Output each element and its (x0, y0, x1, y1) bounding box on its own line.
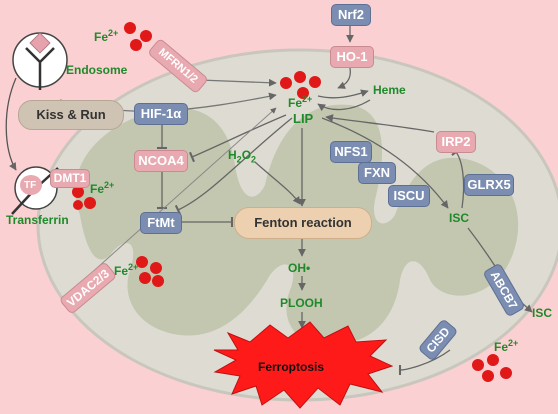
fe-text: Fe (114, 264, 129, 278)
fe-charge: 2+ (128, 262, 139, 272)
nrf2-box: Nrf2 (331, 4, 371, 26)
heme-label: Heme (373, 83, 406, 97)
h2o2-o: O (241, 148, 252, 162)
fe-label-lip: Fe2+ (288, 94, 312, 110)
fe-label-mfrn: Fe2+ (94, 28, 118, 44)
kiss-run-oval: Kiss & Run (18, 100, 124, 130)
ho1-box: HO-1 (330, 46, 374, 68)
endosome-receptor (25, 47, 55, 90)
tf-label: TF (24, 180, 37, 191)
iron-dots-lip (280, 71, 321, 99)
mfrn-to-lip-arrow (199, 78, 277, 87)
isc-out-label: ISC (532, 306, 553, 320)
transferrin-label: Transferrin (6, 213, 69, 227)
h2o2-subscript: 2 (251, 154, 257, 165)
lip-label: LIP (293, 111, 314, 126)
plooh-label: PLOOH (280, 296, 323, 310)
transferrin-tf-blob (20, 175, 42, 195)
h2o2-to-fenton-arrow (254, 161, 301, 205)
iron-dots-mfrn (124, 22, 152, 51)
iron-dots-cisd (472, 354, 512, 382)
iron-dots-vdac (136, 256, 164, 287)
nfs1-box: NFS1 (330, 141, 372, 163)
dmt1-box: DMT1 (50, 169, 90, 188)
hif-box: HIF-1α (134, 103, 188, 125)
lip-ncoa4-inhibit (188, 114, 287, 163)
endosome-to-transferrin-arrow (5, 77, 17, 171)
fe-text: Fe (90, 182, 105, 196)
lip-to-isc-arrow (321, 117, 449, 209)
isc-label: ISC (449, 211, 470, 225)
isc-to-irp2-inhibit (451, 148, 465, 209)
fe-label-dmt1: Fe2+ (90, 180, 114, 196)
fe-text: Fe (494, 340, 509, 354)
vdac-to-lip-arrow (69, 107, 277, 293)
fe-charge: 2+ (108, 28, 119, 38)
fe-text: Fe (94, 30, 109, 44)
fe-label-cisd: Fe2+ (494, 338, 518, 354)
fe-charge: 2+ (508, 338, 519, 348)
oh-label: OH• (288, 261, 311, 275)
lip-ftmt-inhibit (174, 117, 293, 216)
ncoa4-box: NCOA4 (134, 150, 188, 172)
irp2-box: IRP2 (436, 131, 476, 153)
iron-dots-dmt1 (72, 186, 96, 210)
h2o2-subscript: 2 (236, 154, 242, 165)
glrx5-box: GLRX5 (464, 174, 514, 196)
h2o2-h: H (228, 148, 237, 162)
ho1-to-heme-arrow (337, 67, 351, 89)
iscu-box: ISCU (388, 185, 430, 207)
endosome-cargo (29, 32, 51, 54)
h2o2-label: H2O2 (228, 148, 256, 164)
cisd-to-ferroptosis-inhibit (398, 349, 451, 376)
fenton-reaction-oval: Fenton reaction (234, 207, 372, 239)
fe-text: Fe (288, 96, 303, 110)
heme-lip-arrow (317, 99, 371, 112)
endosome-label: Endosome (66, 63, 128, 77)
ftmt-box: FtMt (140, 212, 182, 234)
ferroptosis-label: Ferroptosis (258, 360, 325, 374)
fe-charge: 2+ (104, 180, 115, 190)
fe-charge: 2+ (302, 94, 313, 104)
fxn-box: FXN (358, 162, 396, 184)
lip-heme-arrow (317, 89, 369, 99)
irp2-to-lip-arrow (325, 114, 435, 133)
ferroptosis-burst (213, 321, 394, 409)
fe-label-vdac: Fe2+ (114, 262, 138, 278)
